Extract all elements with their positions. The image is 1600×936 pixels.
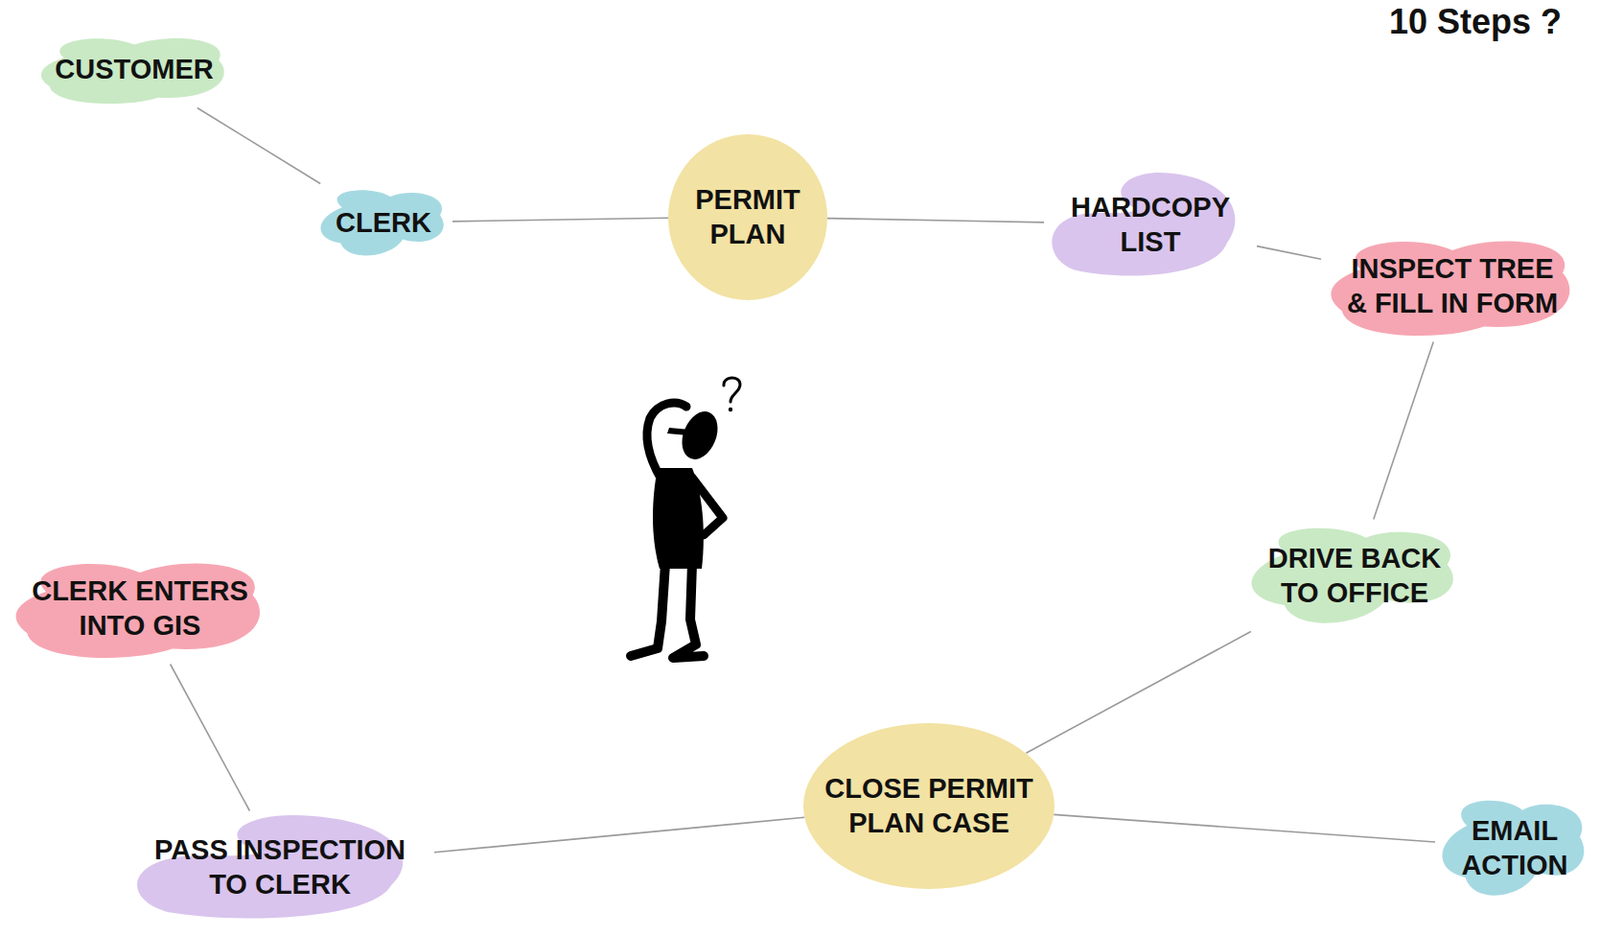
- blob-node: PASS INSPECTION TO CLERK: [125, 811, 435, 924]
- node-label: CLOSE PERMIT PLAN CASE: [820, 770, 1038, 841]
- blob-shape: [1321, 230, 1584, 343]
- blob-shape: [1043, 168, 1257, 281]
- node-text-group: CUSTOMER: [33, 30, 235, 108]
- ellipse-outline: [668, 134, 828, 301]
- blob-node: INSPECT TREE & FILL IN FORM: [1321, 230, 1584, 343]
- connector-line: [434, 816, 805, 853]
- blob-node: CUSTOMER: [33, 30, 235, 109]
- node-label: HARDCOPY LIST: [1065, 189, 1236, 260]
- blob-outline: [1441, 799, 1584, 895]
- blob-shape: [1435, 791, 1595, 905]
- connector-line: [452, 217, 669, 222]
- node-label: CUSTOMER: [54, 51, 214, 87]
- connector-line: [1373, 342, 1434, 520]
- blob-node: DRIVE BACK TO OFFICE: [1241, 519, 1468, 632]
- node-label: INSPECT TREE & FILL IN FORM: [1342, 251, 1563, 322]
- blob-outline: [16, 562, 260, 658]
- blob-shape: [1241, 519, 1468, 632]
- blob-outline: [137, 813, 403, 918]
- blob-outline: [1330, 240, 1570, 336]
- node-label: CLERK ENTERS INTO GIS: [26, 573, 254, 644]
- blob-outline: [1051, 171, 1235, 276]
- ellipse-outline: [803, 722, 1055, 889]
- blob-node: EMAIL ACTION: [1435, 791, 1595, 905]
- blob-shape: [125, 811, 435, 924]
- node-label: EMAIL ACTION: [1456, 812, 1574, 883]
- blob-outline: [1252, 527, 1454, 623]
- node-text-group: PERMIT PLAN: [668, 134, 828, 301]
- node-text-group: CLERK ENTERS INTO GIS: [5, 552, 275, 665]
- thinking-figure: [623, 371, 758, 670]
- ellipse-shape: [803, 722, 1055, 889]
- diagram-title: 10 Steps ?: [1389, 1, 1562, 43]
- node-text-group: CLOSE PERMIT PLAN CASE: [803, 722, 1055, 889]
- blob-outline: [320, 189, 443, 256]
- blob-shape: [5, 552, 275, 665]
- blob-node: CLERK: [314, 184, 453, 262]
- node-text-group: DRIVE BACK TO OFFICE: [1241, 519, 1468, 632]
- node-label: PASS INSPECTION TO CLERK: [146, 832, 414, 903]
- connector-line: [827, 218, 1044, 223]
- connector-line: [1256, 246, 1322, 260]
- ellipse-node: PERMIT PLAN: [668, 134, 828, 301]
- node-text-group: HARDCOPY LIST: [1043, 168, 1257, 281]
- node-label: CLERK: [335, 205, 432, 240]
- blob-node: HARDCOPY LIST: [1043, 168, 1257, 281]
- node-label: PERMIT PLAN: [685, 182, 811, 253]
- node-label: DRIVE BACK TO OFFICE: [1262, 540, 1447, 611]
- blob-outline: [41, 37, 225, 103]
- connector-line: [1025, 631, 1251, 754]
- node-text-group: EMAIL ACTION: [1435, 791, 1595, 905]
- node-text-group: PASS INSPECTION TO CLERK: [125, 811, 435, 924]
- connector-line: [170, 664, 251, 812]
- ellipse-shape: [668, 134, 828, 301]
- node-text-group: CLERK: [314, 184, 453, 261]
- stick-figure: [630, 377, 741, 658]
- ellipse-node: CLOSE PERMIT PLAN CASE: [803, 722, 1055, 889]
- blob-node: CLERK ENTERS INTO GIS: [5, 552, 275, 665]
- connector-line: [1053, 813, 1436, 842]
- connector-line: [197, 108, 321, 185]
- node-text-group: INSPECT TREE & FILL IN FORM: [1321, 230, 1584, 343]
